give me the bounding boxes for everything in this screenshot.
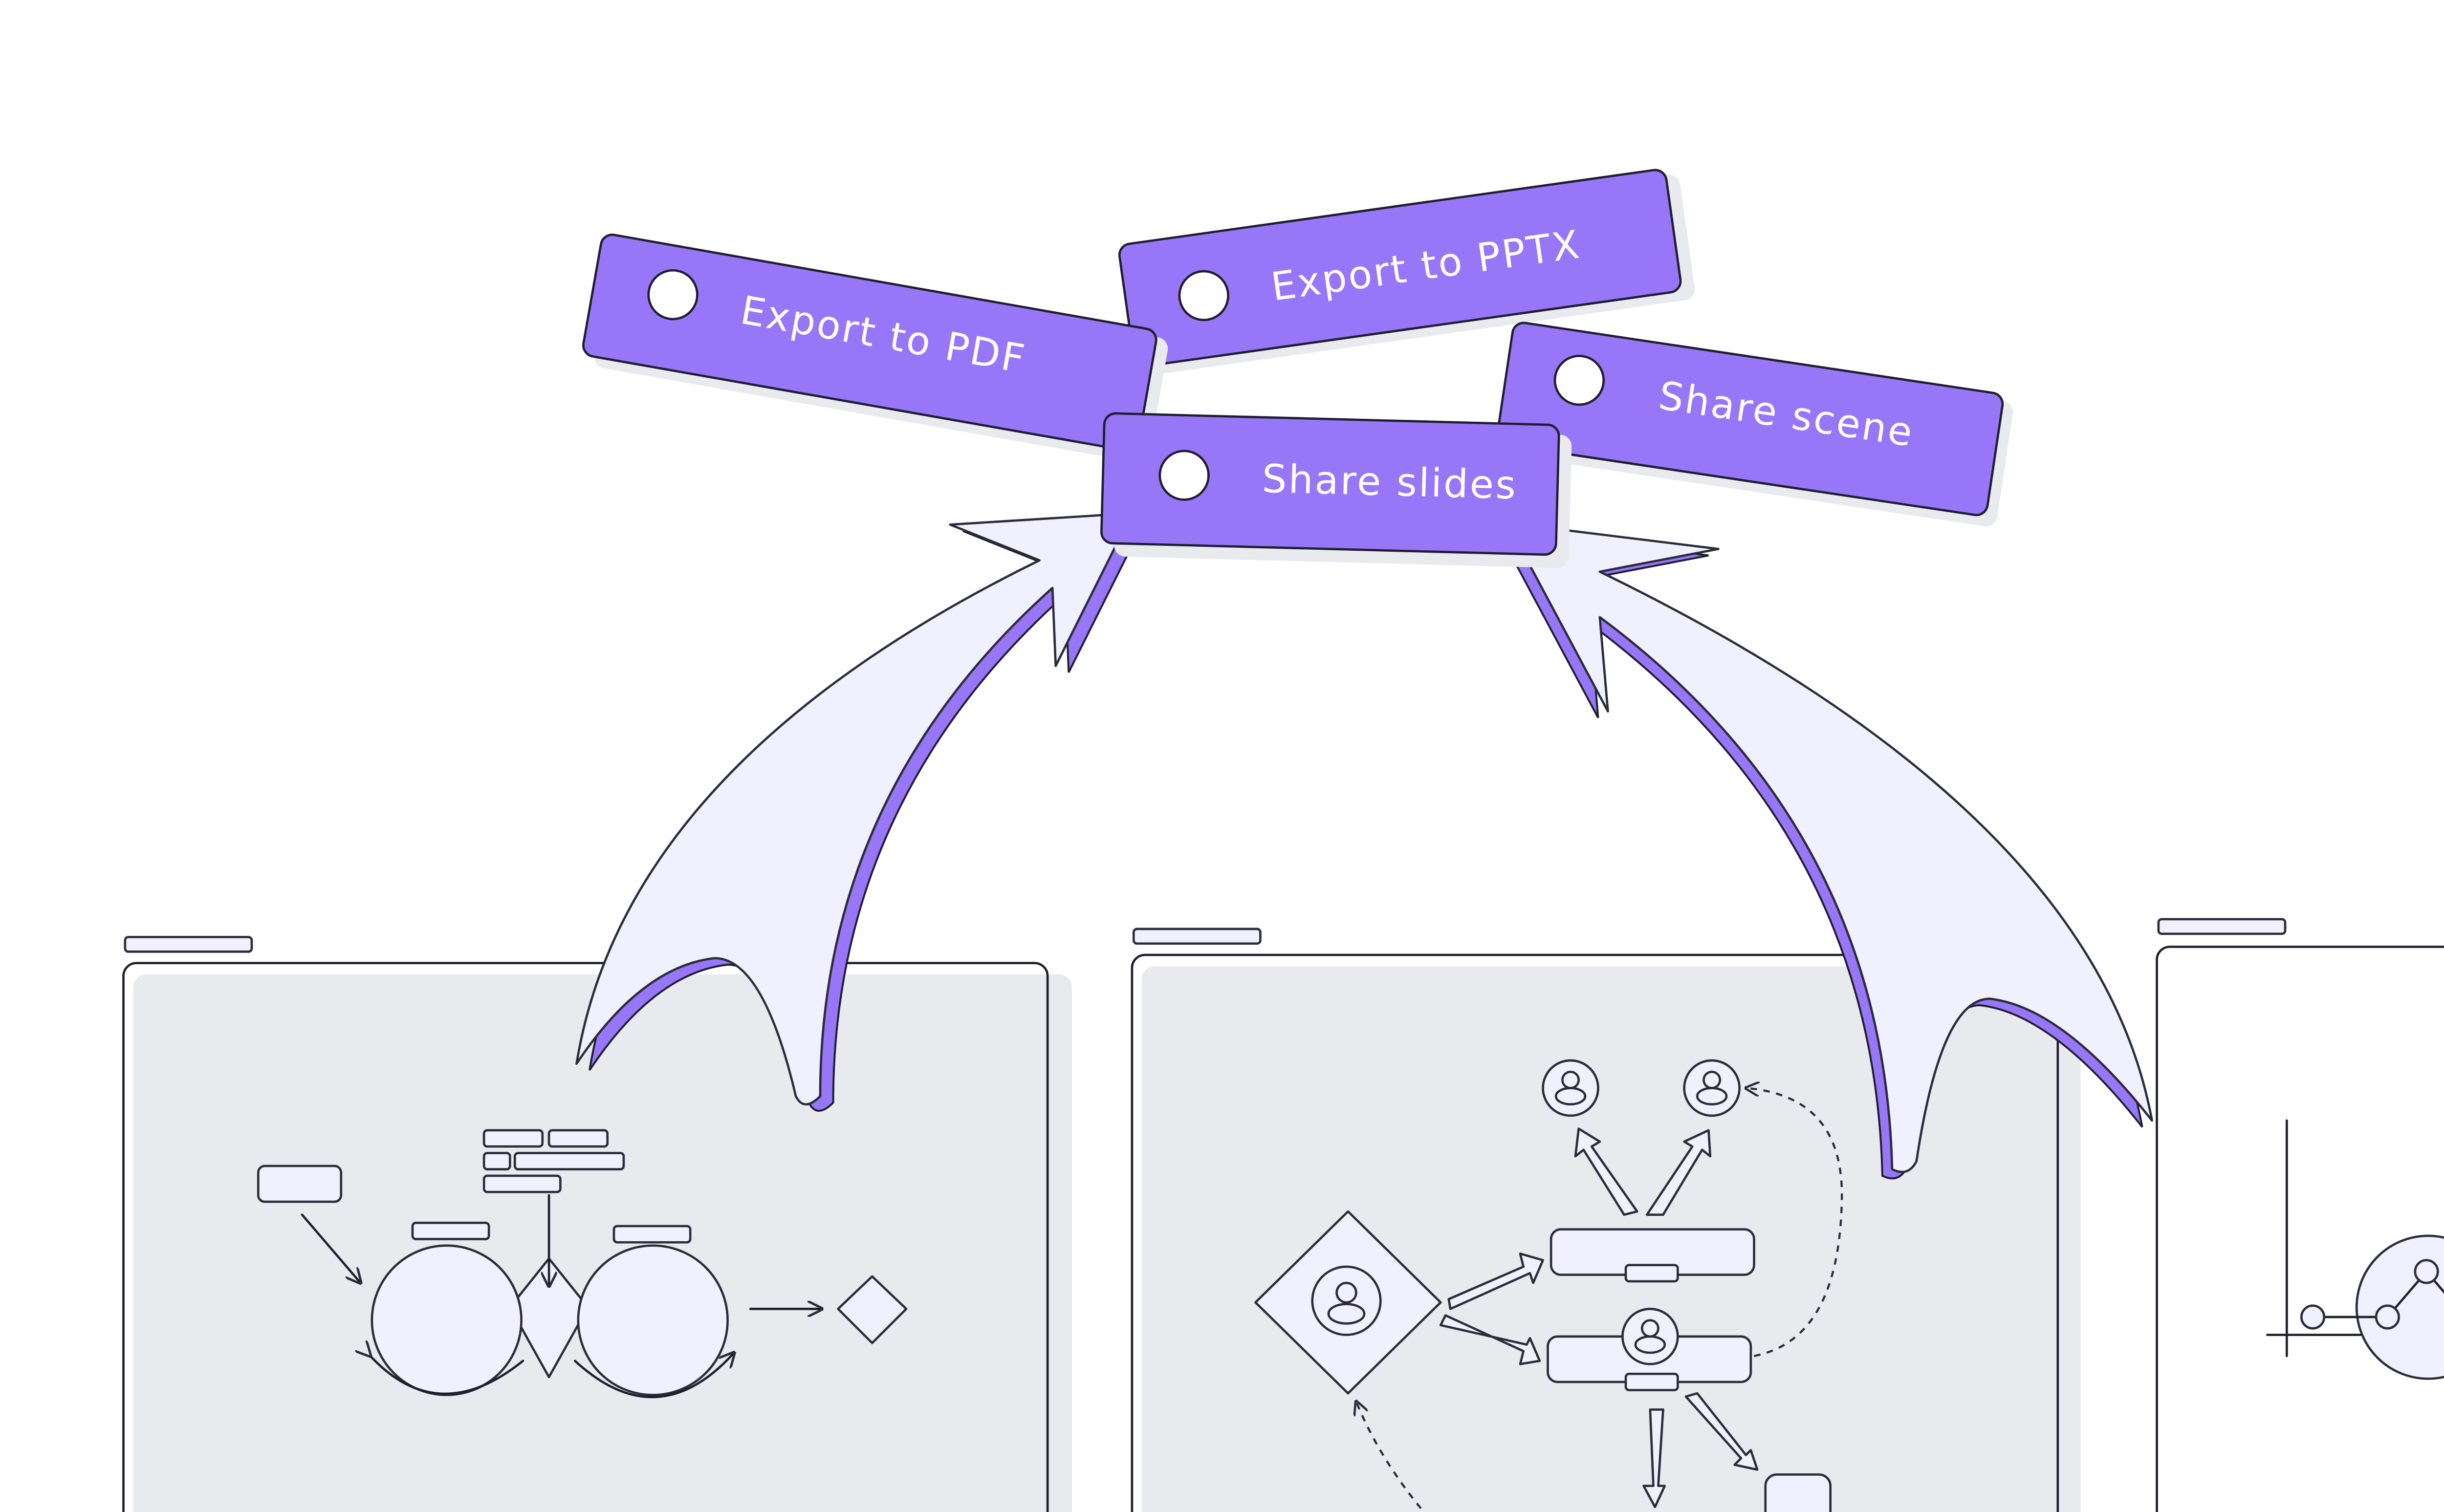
radio-icon <box>647 269 698 321</box>
slide-title-bar <box>124 936 253 953</box>
slide-panel-3 <box>2156 918 2444 1512</box>
slide-panel-2 <box>1131 928 2081 1512</box>
slide-title-bar <box>2157 918 2287 935</box>
share-scene-button[interactable]: Share scene <box>1494 322 2015 528</box>
share-slides-button[interactable]: Share slides <box>1100 412 1572 568</box>
button-label: Share slides <box>1262 456 1518 508</box>
radio-icon <box>1553 355 1605 406</box>
export-to-pdf-button[interactable]: Export to PDF <box>580 233 1171 464</box>
slide-panel-1 <box>122 936 1072 1512</box>
user-icon <box>1683 1059 1741 1117</box>
user-icon <box>1621 1308 1679 1365</box>
slide-title-bar <box>1132 928 1262 945</box>
radio-icon <box>1178 270 1229 322</box>
export-to-pptx-button[interactable]: Export to PPTX <box>1118 167 1696 377</box>
user-icon <box>1542 1059 1599 1117</box>
curved-arrow-left <box>575 512 1147 1112</box>
user-icon <box>1311 1265 1382 1336</box>
radio-icon <box>1158 450 1210 501</box>
curved-arrow-right <box>1495 521 2153 1180</box>
